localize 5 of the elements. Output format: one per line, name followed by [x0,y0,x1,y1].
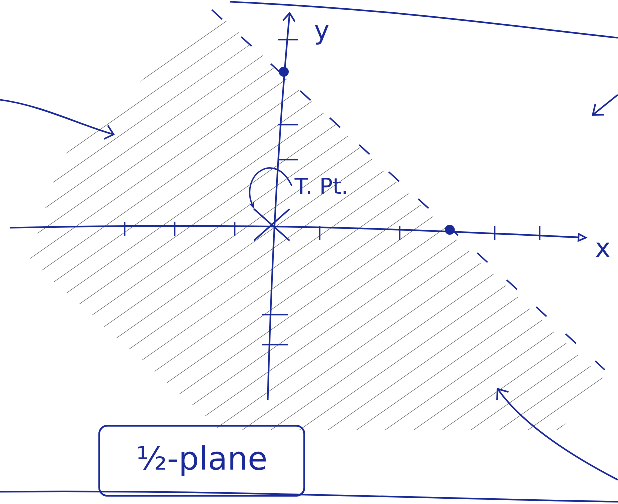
point-label: T. Pt. [294,178,346,194]
axis-label: y [315,25,329,45]
origin-cross [253,208,291,242]
label-box: ½-plane [98,425,306,497]
axis-label: x [596,242,610,258]
